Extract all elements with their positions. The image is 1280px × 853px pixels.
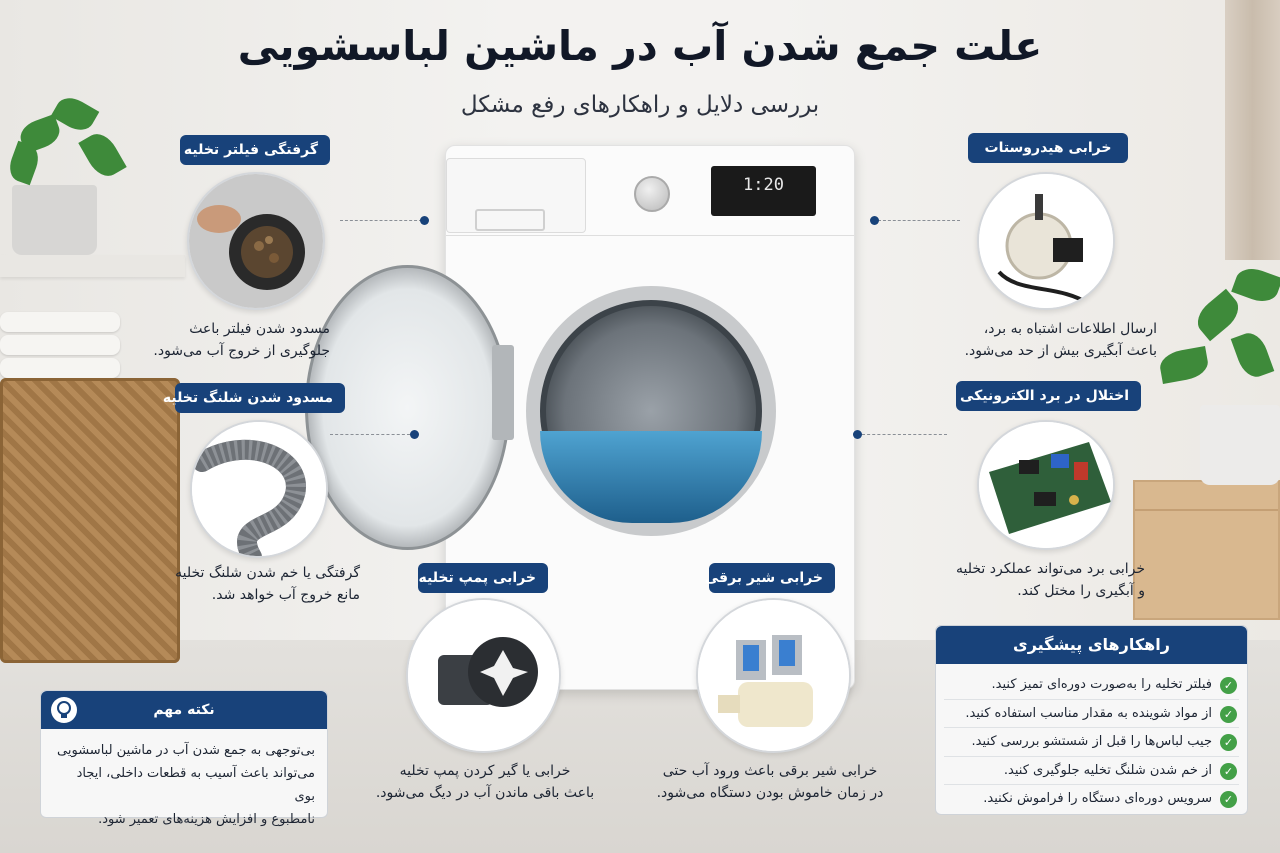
laundry-basket <box>0 378 180 663</box>
cause-desc-pressure: ارسال اطلاعات اشتباه به برد، باعث آبگیری… <box>964 321 1157 359</box>
drain-filter-icon <box>187 172 325 310</box>
cause-desc-hose: گرفتگی یا خم شدن شلنگ تخلیه مانع خروج آب… <box>175 565 360 603</box>
prevention-list: ✓فیلتر تخلیه را به‌صورت دوره‌ای تمیز کنی… <box>944 671 1239 814</box>
program-knob <box>634 176 670 212</box>
list-item: ✓سرویس دوره‌ای دستگاه را فراموش نکنید. <box>944 785 1239 814</box>
check-icon: ✓ <box>1220 762 1237 780</box>
connector-line <box>862 434 947 435</box>
folded-towel <box>0 358 120 378</box>
wooden-cabinet <box>1133 480 1280 620</box>
important-note-text: بی‌توجهی به جمع شدن آب در ماشین لباسشویی… <box>57 743 315 827</box>
connector-dot <box>420 216 429 225</box>
cause-label-pump: خرابی پمپ تخلیه <box>418 563 548 593</box>
cause-label-pressure: خرابی هیدروستات <box>968 133 1128 163</box>
drain-pump-icon <box>406 598 561 753</box>
circuit-board-icon <box>977 420 1115 550</box>
list-item: ✓فیلتر تخلیه را به‌صورت دوره‌ای تمیز کنی… <box>944 671 1239 700</box>
control-panel: 1:20 <box>446 146 854 236</box>
connector-line <box>330 434 410 435</box>
cause-desc-filter: مسدود شدن فیلتر باعث جلوگیری از خروج آب … <box>153 321 330 359</box>
list-item: ✓جیب لباس‌ها را قبل از شستشو بررسی کنید. <box>944 728 1239 757</box>
cause-label-hose: مسدود شدن شلنگ تخلیه <box>163 383 345 413</box>
drain-hose-icon <box>190 420 328 558</box>
list-item: ✓از مواد شوینده به مقدار مناسب استفاده ک… <box>944 700 1239 728</box>
cause-desc-pump: خرابی یا گیر کردن پمپ تخلیه باعث باقی ما… <box>375 763 595 801</box>
check-icon: ✓ <box>1220 705 1237 723</box>
cause-label-valve: خرابی شیر برقی <box>705 563 835 593</box>
cause-label-board: اختلال در برد الکترونیکی <box>956 381 1141 411</box>
list-item: ✓از خم شدن شلنگ تخلیه جلوگیری کنید. <box>944 757 1239 785</box>
important-note-card: نکته مهم بی‌توجهی به جمع شدن آب در ماشین… <box>40 690 328 827</box>
solenoid-valve-icon <box>696 598 851 753</box>
connector-line <box>878 220 960 221</box>
folded-towel <box>0 335 120 355</box>
curtain <box>1225 0 1280 260</box>
cause-desc-valve: خرابی شیر برقی باعث ورود آب حتی در زمان … <box>656 763 884 801</box>
page-title: علت جمع شدن آب در ماشین لباسشویی <box>237 22 1043 70</box>
important-note-title: نکته مهم <box>153 702 215 718</box>
connector-line <box>340 220 422 221</box>
pressure-switch-icon <box>977 172 1115 310</box>
page-subtitle: بررسی دلایل و راهکارهای رفع مشکل <box>460 92 820 118</box>
prevention-title: راهکارهای پیشگیری <box>936 626 1247 664</box>
important-note-header: نکته مهم <box>41 691 327 729</box>
connector-dot <box>853 430 862 439</box>
wall-shelf <box>0 255 185 277</box>
cause-label-filter: گرفتگی فیلتر تخلیه <box>180 135 330 165</box>
door-hinge <box>492 345 514 440</box>
check-icon: ✓ <box>1220 677 1237 694</box>
time-display: 1:20 <box>711 166 816 216</box>
connector-dot <box>870 216 879 225</box>
cause-desc-board: خرابی برد می‌تواند عملکرد تخلیه و آبگیری… <box>956 561 1145 599</box>
connector-dot <box>410 430 419 439</box>
check-icon: ✓ <box>1220 734 1237 751</box>
prevention-card: راهکارهای پیشگیری ✓فیلتر تخلیه را به‌صور… <box>935 625 1248 815</box>
lightbulb-icon <box>51 697 77 723</box>
detergent-drawer <box>446 158 586 233</box>
check-icon: ✓ <box>1220 791 1237 808</box>
folded-towel <box>0 312 120 332</box>
